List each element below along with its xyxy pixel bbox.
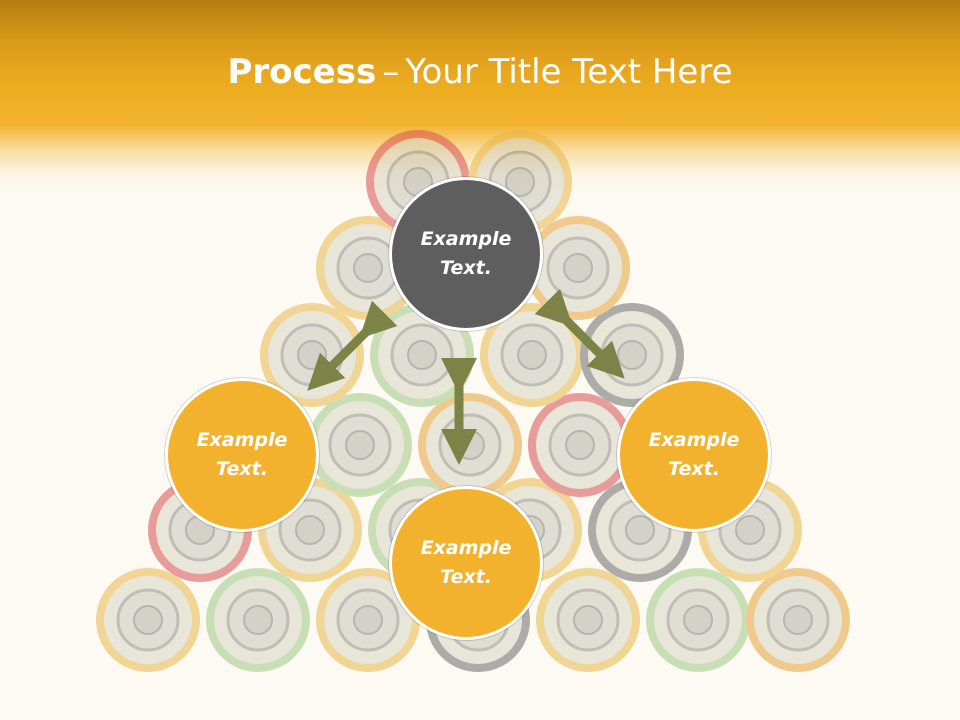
battery-top-part: [505, 167, 535, 197]
node-left-line1: Example: [196, 429, 288, 451]
node-top-line2: Text.: [440, 257, 492, 279]
process-node-top[interactable]: Example Text.: [389, 177, 543, 331]
process-node-right[interactable]: Example Text.: [617, 378, 771, 532]
battery-top-part: [563, 253, 593, 283]
battery-top-part: [243, 605, 273, 635]
node-right-line2: Text.: [668, 458, 720, 480]
battery-top-part: [565, 430, 595, 460]
battery-top-part: [133, 605, 163, 635]
node-right-line1: Example: [648, 429, 740, 451]
arrow-top-right-icon: [534, 288, 625, 379]
node-bottom-line1: Example: [420, 537, 512, 559]
title-rest: Your Title Text Here: [405, 52, 733, 92]
battery-top-part: [683, 605, 713, 635]
slide-title: Process–Your Title Text Here: [0, 52, 960, 92]
battery-top-part: [625, 515, 655, 545]
battery-top-part: [353, 253, 383, 283]
title-dash: –: [382, 52, 400, 92]
title-bold: Process: [227, 52, 377, 92]
battery-top-part: [353, 605, 383, 635]
process-node-left[interactable]: Example Text.: [165, 378, 319, 532]
battery-top-part: [345, 430, 375, 460]
node-bottom-line2: Text.: [440, 566, 492, 588]
battery-top-part: [573, 605, 603, 635]
battery-top-part: [407, 340, 437, 370]
node-left-line2: Text.: [216, 458, 268, 480]
battery-top-part: [783, 605, 813, 635]
arrow-top-left-icon: [307, 300, 398, 391]
process-node-bottom[interactable]: Example Text.: [389, 486, 543, 640]
battery-top-part: [735, 515, 765, 545]
node-top-line1: Example: [420, 228, 512, 250]
battery-top-part: [295, 515, 325, 545]
